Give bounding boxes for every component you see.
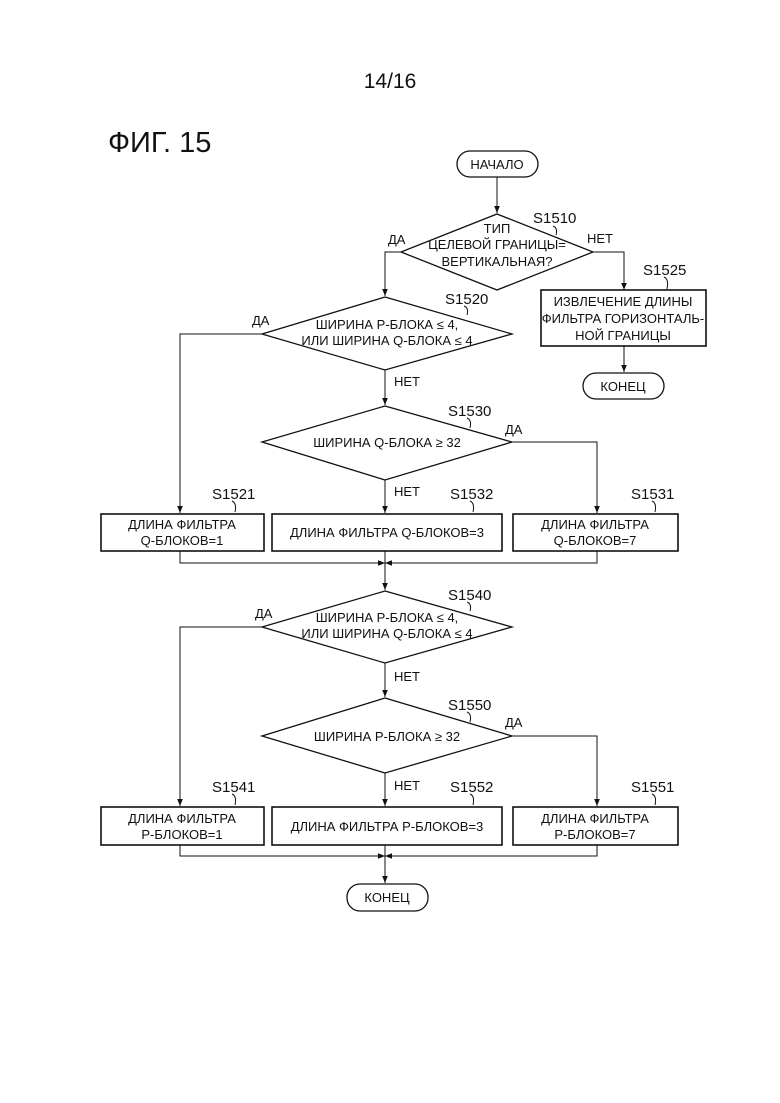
merge-left-q <box>180 551 385 563</box>
process-s1521-label-1: ДЛИНА ФИЛЬТРА <box>128 517 236 532</box>
process-s1531-label-1: ДЛИНА ФИЛЬТРА <box>541 517 649 532</box>
process-s1551-label-2: P-БЛОКОВ=7 <box>554 827 635 842</box>
leader-s1510 <box>553 226 557 235</box>
decision-s1540-label-2: ИЛИ ШИРИНА Q-БЛОКА ≤ 4 <box>301 626 472 641</box>
edge-d1510-no <box>593 252 624 290</box>
decision-s1510-label-3: ВЕРТИКАЛЬНАЯ? <box>442 254 553 269</box>
edge-label-d1530-no: НЕТ <box>394 484 420 499</box>
step-s1551: S1551 <box>631 779 674 796</box>
end2-label: КОНЕЦ <box>364 890 410 905</box>
process-s1531-label-2: Q-БЛОКОВ=7 <box>554 533 637 548</box>
step-s1510: S1510 <box>533 210 576 227</box>
process-s1525-label-2: ФИЛЬТРА ГОРИЗОНТАЛЬ- <box>542 311 705 326</box>
step-s1540: S1540 <box>448 587 491 604</box>
process-s1525-label-1: ИЗВЛЕЧЕНИЕ ДЛИНЫ <box>554 294 693 309</box>
edge-label-d1510-no: НЕТ <box>587 231 613 246</box>
step-s1520: S1520 <box>445 291 488 308</box>
process-s1532-label: ДЛИНА ФИЛЬТРА Q-БЛОКОВ=3 <box>290 525 484 540</box>
decision-s1510-label-1: ТИП <box>484 221 511 236</box>
edge-label-d1550-yes: ДА <box>505 715 523 730</box>
step-s1525: S1525 <box>643 262 686 279</box>
edge-label-d1540-yes: ДА <box>255 606 273 621</box>
decision-s1510-label-2: ЦЕЛЕВОЙ ГРАНИЦЫ= <box>428 237 566 252</box>
merge-right-p <box>385 845 597 856</box>
step-s1552: S1552 <box>450 779 493 796</box>
process-s1551-label-1: ДЛИНА ФИЛЬТРА <box>541 811 649 826</box>
decision-s1540-label-1: ШИРИНА P-БЛОКА ≤ 4, <box>316 610 459 625</box>
step-s1541: S1541 <box>212 779 255 796</box>
process-s1552-label: ДЛИНА ФИЛЬТРА P-БЛОКОВ=3 <box>291 819 484 834</box>
merge-right-q <box>385 551 597 563</box>
edge-d1510-yes <box>385 252 401 296</box>
step-s1550: S1550 <box>448 697 491 714</box>
edge-d1550-yes <box>512 736 597 806</box>
edge-label-d1530-yes: ДА <box>505 422 523 437</box>
decision-s1550-label: ШИРИНА P-БЛОКА ≥ 32 <box>314 729 460 744</box>
step-s1530: S1530 <box>448 403 491 420</box>
edge-label-d1520-no: НЕТ <box>394 374 420 389</box>
start-label: НАЧАЛО <box>470 157 523 172</box>
process-s1525-label-3: НОЙ ГРАНИЦЫ <box>575 328 671 343</box>
process-s1541-label-2: P-БЛОКОВ=1 <box>141 827 222 842</box>
edge-label-d1540-no: НЕТ <box>394 669 420 684</box>
edge-label-d1550-no: НЕТ <box>394 778 420 793</box>
decision-s1520-label-2: ИЛИ ШИРИНА Q-БЛОКА ≤ 4 <box>301 333 472 348</box>
step-s1532: S1532 <box>450 486 493 503</box>
edge-label-d1520-yes: ДА <box>252 313 270 328</box>
end1-label: КОНЕЦ <box>600 379 646 394</box>
step-s1521: S1521 <box>212 486 255 503</box>
merge-left-p <box>180 845 385 856</box>
process-s1521-label-2: Q-БЛОКОВ=1 <box>141 533 224 548</box>
step-s1531: S1531 <box>631 486 674 503</box>
edge-d1530-yes <box>512 442 597 513</box>
decision-s1530-label: ШИРИНА Q-БЛОКА ≥ 32 <box>313 435 461 450</box>
decision-s1520-label-1: ШИРИНА P-БЛОКА ≤ 4, <box>316 317 459 332</box>
edge-label-d1510-yes: ДА <box>388 232 406 247</box>
process-s1541-label-1: ДЛИНА ФИЛЬТРА <box>128 811 236 826</box>
